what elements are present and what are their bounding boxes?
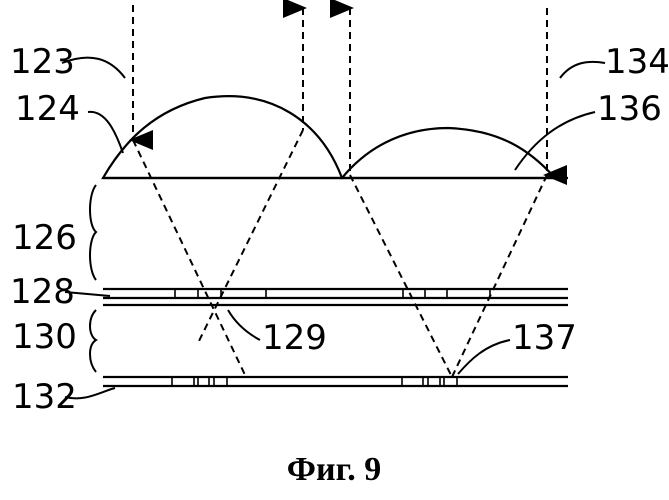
lens-array <box>103 96 555 178</box>
ref-label-128: 128 <box>10 272 75 312</box>
light-rays <box>133 5 547 377</box>
ref-label-132: 132 <box>12 377 77 417</box>
ref-label-134: 134 <box>605 42 669 82</box>
ref-label-123: 123 <box>10 42 75 82</box>
ref-label-124: 124 <box>15 89 80 129</box>
layer-130 <box>103 305 568 377</box>
layer-126 <box>103 178 568 289</box>
ref-label-137: 137 <box>512 318 577 358</box>
ref-label-129: 129 <box>262 318 327 358</box>
ref-label-130: 130 <box>12 317 77 357</box>
figure-caption: Фиг. 9 <box>287 451 381 488</box>
ref-label-136: 136 <box>597 89 662 129</box>
layer-128 <box>103 289 568 298</box>
ref-label-126: 126 <box>12 218 77 258</box>
layer-132 <box>103 377 568 386</box>
